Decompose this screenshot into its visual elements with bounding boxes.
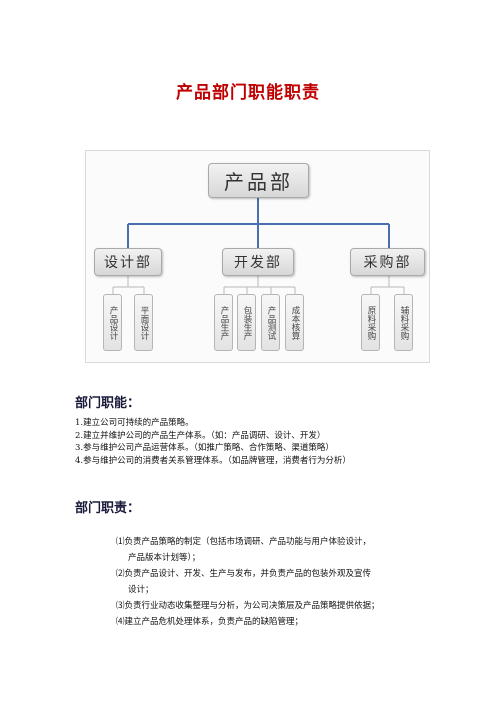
node-graphic-design: 平面设计 xyxy=(134,294,153,351)
function-item: 4.参与维护公司的消费者关系管理体系。（如品牌管理，消费者行为分析） xyxy=(75,455,351,466)
node-raw-material-purchase: 原料采购 xyxy=(361,294,380,351)
page-title: 产品部门职能职责 xyxy=(176,83,320,103)
node-auxiliary-material-purchase: 辅料采购 xyxy=(394,294,413,351)
function-item: 1.建立公司可持续的产品策略。 xyxy=(75,418,194,428)
function-item: 2.建立并维护公司的产品生产体系。（如：产品调研、设计、开发） xyxy=(75,430,326,441)
node-product-dept: 产品部 xyxy=(208,163,309,198)
org-chart-connectors xyxy=(112,198,405,294)
node-product-production: 产品生产 xyxy=(214,294,233,351)
responsibilities-list: ⑴负责产品策略的制定（包括市场调研、产品功能与用户体验设计， 产品版本计划等）；… xyxy=(116,534,446,630)
node-dev-dept: 开发部 xyxy=(222,248,294,276)
node-design-dept: 设计部 xyxy=(94,248,162,276)
node-packaging-production: 包装生产 xyxy=(237,294,256,351)
function-item: 3.参与维护公司产品运营体系。（如推广策略、合作策略、渠道策略） xyxy=(75,443,334,453)
responsibility-item: ⑷建立产品危机处理体系，负责产品的缺陷管理； xyxy=(116,617,304,627)
org-chart: 产品部 设计部 开发部 采购部 产品设计 平面设计 产品生产 包装生产 产品测试… xyxy=(85,150,430,363)
responsibility-item: ⑴负责产品策略的制定（包括市场调研、产品功能与用户体验设计， xyxy=(116,537,372,547)
responsibility-item-continuation: 设计； xyxy=(128,585,154,595)
functions-heading: 部门职能： xyxy=(75,396,141,411)
responsibility-item-continuation: 产品版本计划等）； xyxy=(128,553,201,563)
node-purchase-dept: 采购部 xyxy=(350,248,425,276)
responsibilities-heading: 部门职责： xyxy=(75,501,141,516)
responsibility-item: ⑵负责产品设计、开发、生产与发布，并负责产品的包装外观及宣传 xyxy=(116,569,372,579)
functions-list: 1.建立公司可持续的产品策略。 2.建立并维护公司的产品生产体系。（如：产品调研… xyxy=(75,417,351,467)
responsibility-item: ⑶负责行业动态收集整理与分析，为公司决策层及产品策略提供依据； xyxy=(116,601,380,611)
node-cost-accounting: 成本核算 xyxy=(285,294,304,351)
node-product-design: 产品设计 xyxy=(103,294,122,351)
node-product-testing: 产品测试 xyxy=(261,294,280,351)
